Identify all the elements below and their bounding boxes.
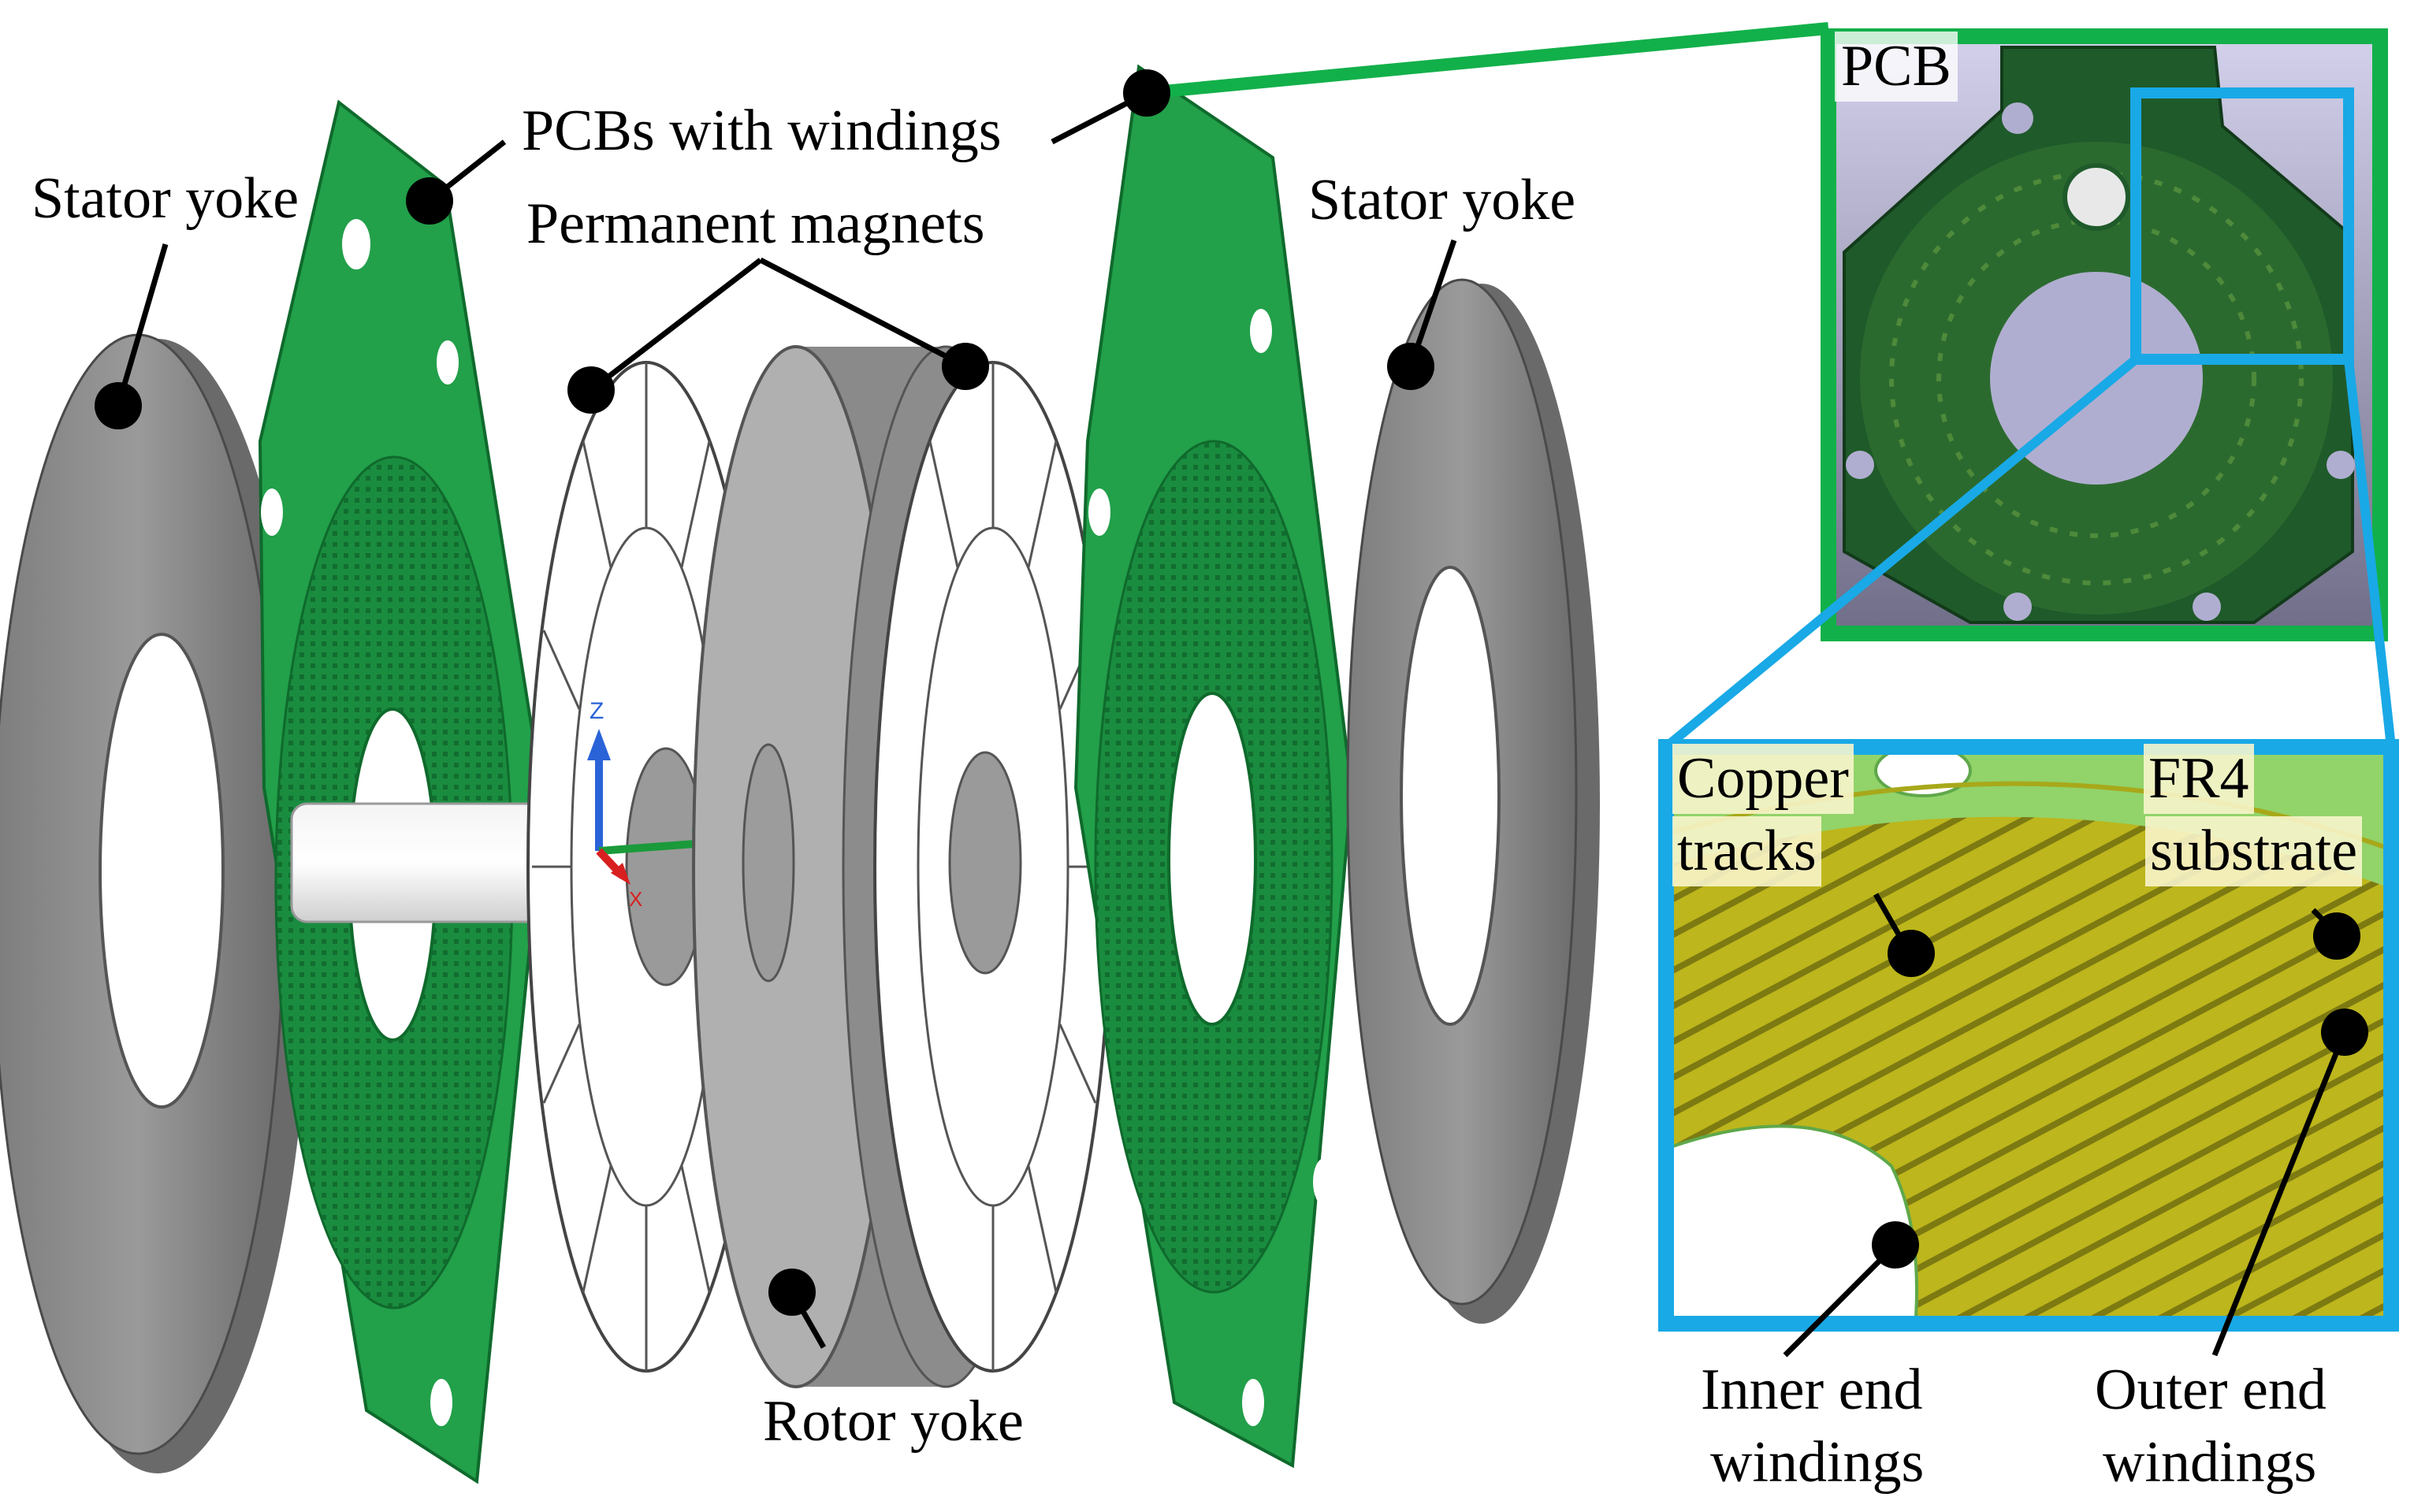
label-copper-tracks-line1: Copper	[1672, 744, 1854, 814]
label-fr4-substrate-line1: FR4	[2144, 744, 2254, 814]
dot-magnets-left	[567, 366, 615, 414]
pcb-right	[1073, 64, 1354, 1469]
dot-inner-end-windings	[1872, 1221, 1919, 1269]
axis-z-label: Z	[590, 698, 604, 724]
zoom-region-box	[2130, 87, 2354, 365]
dot-stator-yoke-right	[1387, 343, 1434, 390]
dot-magnets-right	[942, 343, 989, 390]
permanent-magnets-right	[873, 361, 1113, 1373]
label-outer-end-windings-line2: windings	[2103, 1430, 2317, 1495]
pcb-left	[258, 99, 546, 1484]
dot-stator-yoke-left	[95, 382, 142, 429]
label-outer-end-windings-line1: Outer end	[2095, 1358, 2327, 1422]
dot-rotor-yoke	[768, 1269, 816, 1316]
connector-lines	[1146, 22, 2396, 751]
dot-pcb-right	[1123, 69, 1170, 117]
dot-outer-end-windings	[2321, 1009, 2368, 1056]
dot-fr4-substrate	[2313, 912, 2360, 960]
label-inner-end-windings-line2: windings	[1710, 1430, 1925, 1495]
label-pcbs-with-windings: PCBs with windings	[522, 98, 1002, 163]
label-rotor-yoke: Rotor yoke	[763, 1389, 1024, 1454]
stator-yoke-right	[1346, 278, 1600, 1324]
label-inner-end-windings-line1: Inner end	[1701, 1358, 1923, 1422]
label-pcb: PCB	[1835, 32, 1958, 102]
pcb-inset	[1821, 28, 2388, 641]
stator-yoke-left	[0, 333, 311, 1473]
leader-dots	[95, 69, 2368, 1316]
label-stator-yoke-right: Stator yoke	[1308, 168, 1576, 232]
axis-x-label: X	[629, 887, 642, 911]
label-permanent-magnets: Permanent magnets	[526, 191, 985, 256]
dot-copper-tracks	[1888, 930, 1935, 977]
dot-pcb-left	[406, 177, 453, 225]
label-stator-yoke-left: Stator yoke	[32, 166, 299, 231]
label-fr4-substrate-line2: substrate	[2145, 816, 2363, 886]
label-copper-tracks-line2: tracks	[1672, 816, 1821, 886]
logo-icon	[2063, 163, 2130, 231]
